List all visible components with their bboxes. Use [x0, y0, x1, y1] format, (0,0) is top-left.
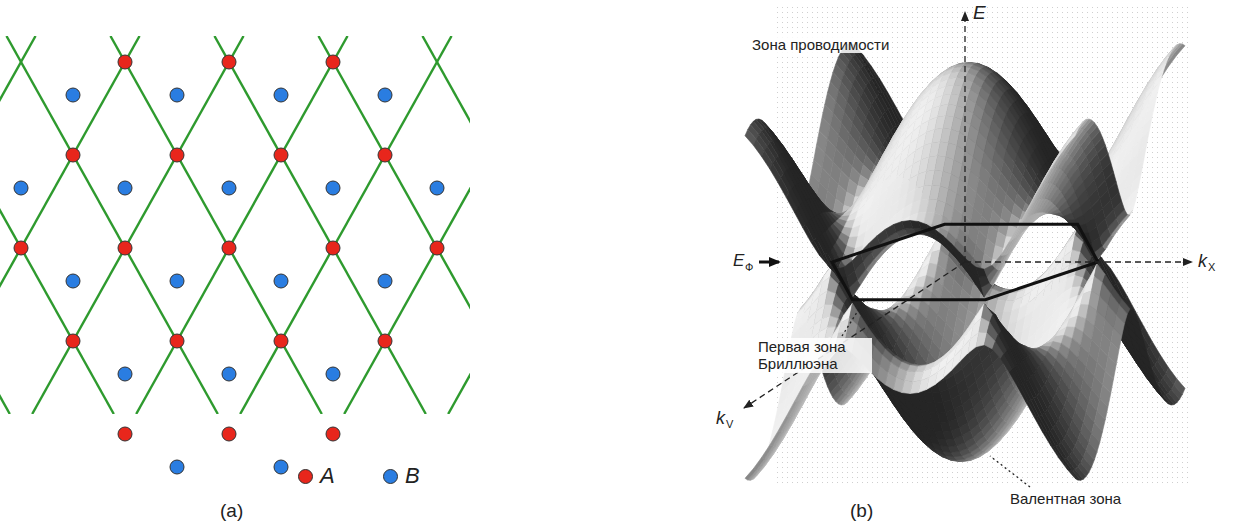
atom-b: [274, 88, 288, 102]
surface-facet: [745, 469, 756, 480]
bravais-line: [0, 36, 140, 414]
bravais-line: [0, 36, 36, 414]
atom-b: [326, 181, 340, 195]
atom-b: [378, 88, 392, 102]
atom-b: [14, 181, 28, 195]
atom-a: [66, 148, 80, 162]
atom-a: [118, 427, 132, 441]
atom-b: [66, 274, 80, 288]
atom-a: [118, 55, 132, 69]
atom-a: [326, 241, 340, 255]
atom-b: [118, 181, 132, 195]
atom-a: [326, 427, 340, 441]
bravais-line: [32, 36, 243, 414]
bravais-line: [448, 36, 470, 414]
atom-b: [170, 460, 184, 474]
bravais-lines: [0, 36, 470, 414]
atom-a: [66, 334, 80, 348]
bravais-line: [214, 36, 425, 414]
bravais-line: [6, 36, 217, 414]
atom-b: [118, 367, 132, 381]
atom-b: [430, 181, 444, 195]
atom-a: [274, 334, 288, 348]
atom-b: [66, 88, 80, 102]
atom-b: [170, 88, 184, 102]
atom-b: [378, 274, 392, 288]
bravais-line: [0, 36, 114, 414]
bravais-line: [136, 36, 347, 414]
atom-a: [274, 148, 288, 162]
atom-b: [274, 460, 288, 474]
atom-a: [222, 241, 236, 255]
atom-a: [118, 241, 132, 255]
atom-b: [170, 274, 184, 288]
atom-a: [430, 241, 444, 255]
atom-a: [170, 334, 184, 348]
bravais-line: [344, 36, 470, 414]
atom-a: [378, 334, 392, 348]
bravais-line: [110, 36, 321, 414]
atom-b: [222, 367, 236, 381]
atom-a: [378, 148, 392, 162]
atom-a: [222, 55, 236, 69]
atom-b: [326, 367, 340, 381]
atom-a: [326, 55, 340, 69]
grid-background: [775, 5, 1190, 485]
atom-a: [14, 241, 28, 255]
bravais-line: [240, 36, 451, 414]
bravais-line: [422, 36, 470, 414]
lattice-atoms: [14, 55, 444, 474]
atom-b: [274, 274, 288, 288]
atom-a: [170, 148, 184, 162]
atom-a: [222, 427, 236, 441]
atom-b: [222, 181, 236, 195]
bravais-line: [318, 36, 470, 414]
